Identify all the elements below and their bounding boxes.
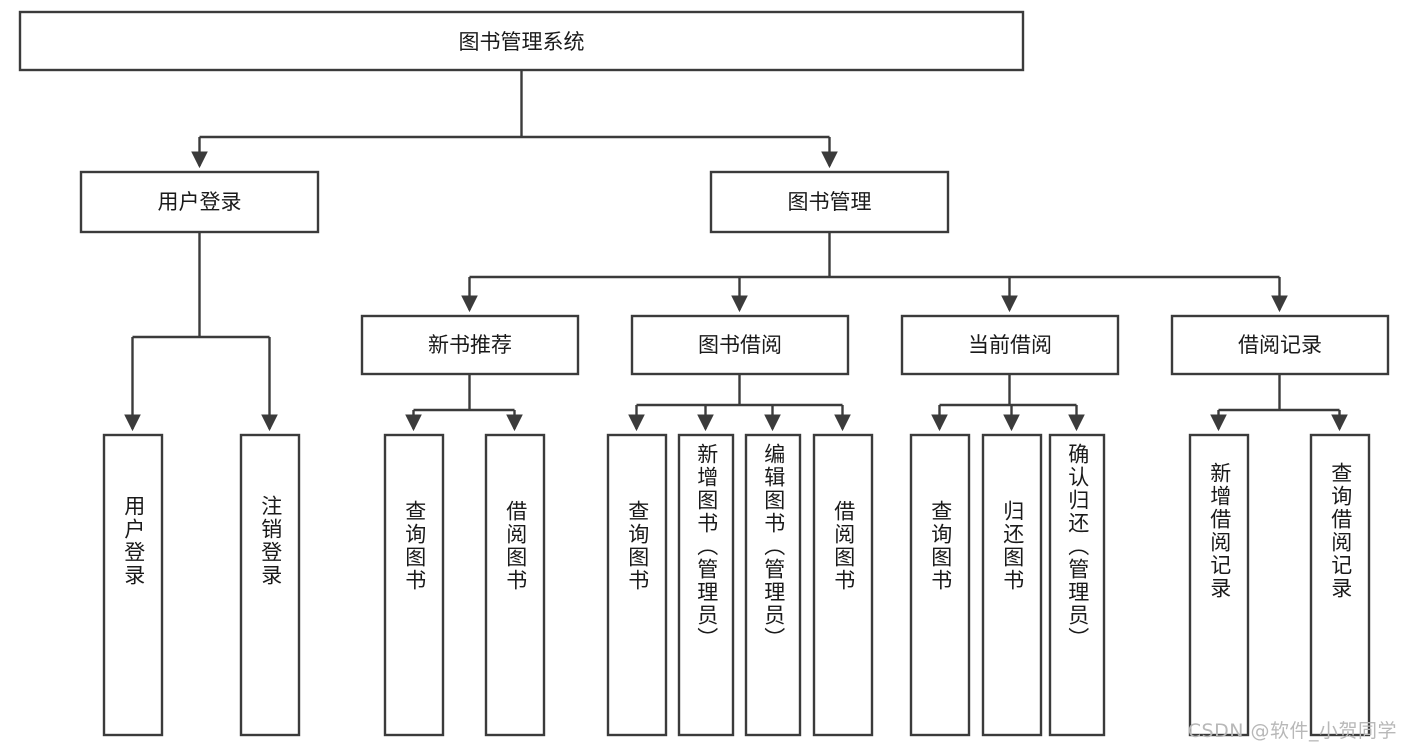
node-new-book-recommend[interactable]: 新书推荐 [360,314,580,376]
root-box[interactable] [18,10,1025,72]
user-login-box[interactable] [79,170,320,234]
book-borrow-label: 图书借阅 [698,333,782,357]
connector-group-borrow [628,374,851,432]
leaf-box-borrow-book-1[interactable] [484,433,546,737]
book-borrow-box[interactable] [630,314,850,376]
leaf-box-query-record[interactable] [1309,433,1371,737]
leaf-box-query-book-1[interactable] [383,433,445,737]
node-root[interactable]: 图书管理系统 [18,10,1025,72]
connector-group-root [191,70,838,169]
new-book-recommend-label: 新书推荐 [428,333,512,357]
node-book-borrow[interactable]: 图书借阅 [630,314,850,376]
leaf-box-edit-book[interactable] [744,433,802,737]
leaf-box-query-book-2[interactable] [606,433,668,737]
node-borrow-records[interactable]: 借阅记录 [1170,314,1390,376]
connector-group-current [931,374,1085,432]
borrow-records-box[interactable] [1170,314,1390,376]
root-label: 图书管理系统 [459,30,585,54]
leaf-box-confirm-return[interactable] [1048,433,1106,737]
node-book-management[interactable]: 图书管理 [709,170,950,234]
borrow-records-label: 借阅记录 [1238,333,1322,357]
new-book-recommend-box[interactable] [360,314,580,376]
node-user-login[interactable]: 用户登录 [79,170,320,234]
user-login-label: 用户登录 [158,190,242,214]
connector-group-new-book [405,374,523,432]
connector-group-book-mgmt [461,232,1288,313]
connector-group-records [1210,374,1348,432]
leaf-box-group [102,433,1371,737]
node-current-borrow[interactable]: 当前借阅 [900,314,1120,376]
current-borrow-label: 当前借阅 [968,333,1052,357]
book-management-label: 图书管理 [788,190,872,214]
connector-group-user-login [124,232,278,432]
leaf-box-borrow-book-2[interactable] [812,433,874,737]
leaf-box-query-book-3[interactable] [909,433,971,737]
leaf-box-user-login[interactable] [102,433,164,737]
book-management-box[interactable] [709,170,950,234]
leaf-box-logout[interactable] [239,433,301,737]
current-borrow-box[interactable] [900,314,1120,376]
leaf-box-add-record[interactable] [1188,433,1250,737]
leaf-box-add-book[interactable] [677,433,735,737]
watermark-text: CSDN @软件_小贺同学 [1187,720,1397,742]
leaf-box-return-book[interactable] [981,433,1043,737]
